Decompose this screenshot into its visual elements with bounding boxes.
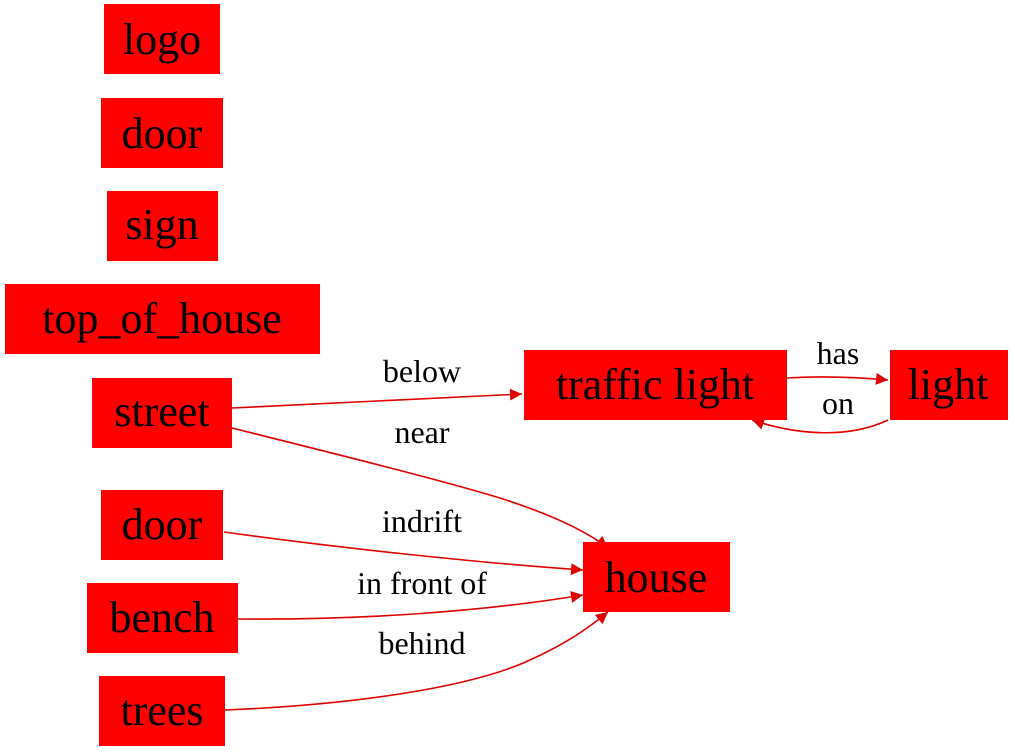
edge-line	[786, 372, 889, 385]
edge-traffic-light-has-light: has	[786, 335, 889, 385]
node-label: trees	[120, 686, 203, 735]
edge-label: indrift	[382, 503, 462, 539]
node-box	[107, 191, 218, 261]
node-label: light	[908, 360, 989, 409]
edge-label: near	[394, 414, 449, 450]
node-box	[101, 490, 223, 560]
edge-door-indrift-house: indrift	[223, 503, 584, 576]
edge-light-on-traffic-light: on	[751, 385, 889, 434]
node-house: house	[583, 542, 730, 612]
node-bench: bench	[87, 583, 238, 653]
node-box	[524, 350, 787, 420]
node-door: door	[101, 490, 223, 560]
node-label: bench	[109, 593, 214, 642]
edge-bench-in-front-of-house: in front of	[237, 565, 584, 620]
node-label: street	[114, 387, 209, 436]
edge-line	[751, 418, 889, 434]
node-top-of-house: top_of_house	[5, 284, 320, 354]
edge-line	[224, 611, 609, 711]
node-label: top_of_house	[42, 294, 282, 343]
node-label: logo	[123, 15, 201, 64]
node-street: street	[92, 378, 232, 448]
edge-street-below-traffic-light: below	[231, 353, 523, 409]
node-traffic-light: traffic light	[524, 350, 787, 420]
node-label: traffic light	[556, 360, 754, 409]
node-sign: sign	[107, 191, 218, 261]
edge-label: in front of	[357, 565, 487, 601]
node-box	[99, 676, 225, 746]
node-box	[92, 378, 232, 448]
edge-line	[237, 591, 584, 620]
edge-street-near-house: near	[231, 414, 609, 549]
node-trees: trees	[99, 676, 225, 746]
edge-line	[231, 427, 609, 549]
node-door-top: door	[101, 98, 223, 168]
edge-trees-behind-house: behind	[224, 611, 609, 711]
edge-label: on	[822, 385, 854, 421]
node-box	[890, 350, 1008, 420]
node-label: sign	[125, 200, 198, 249]
node-box	[87, 583, 238, 653]
nodes: logo door sign top_of_house street door …	[5, 4, 1008, 746]
node-box	[104, 4, 220, 74]
edge-line	[223, 531, 584, 576]
edges: below near indrift in front of behind ha…	[223, 335, 889, 711]
node-label: house	[605, 553, 708, 602]
node-box	[101, 98, 223, 168]
node-logo: logo	[104, 4, 220, 74]
edge-label: has	[817, 335, 860, 371]
node-box	[583, 542, 730, 612]
edge-label: below	[383, 353, 461, 389]
node-light: light	[890, 350, 1008, 420]
node-label: door	[122, 500, 203, 549]
node-box	[5, 284, 320, 354]
edge-label: behind	[378, 625, 465, 661]
node-label: door	[122, 109, 203, 158]
edge-line	[231, 388, 523, 409]
